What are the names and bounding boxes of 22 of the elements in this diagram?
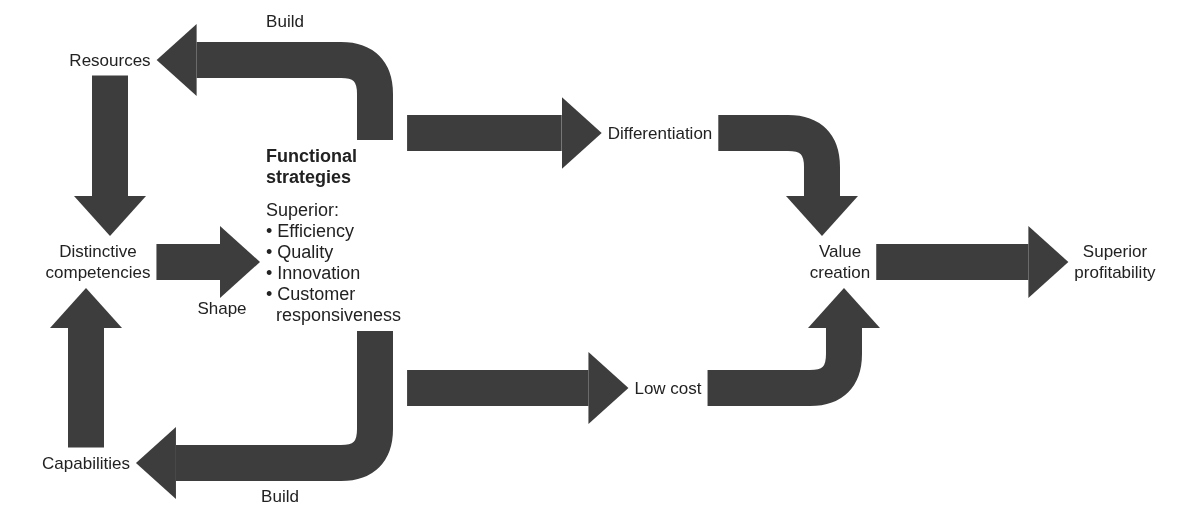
block-arrow (876, 226, 1069, 298)
block-arrow (74, 75, 146, 236)
bullet-item: • Customer responsiveness (266, 284, 403, 326)
block-arrow (407, 352, 629, 424)
node-label: Resources (69, 50, 151, 70)
node-label: Distinctive competencies (45, 242, 151, 282)
block-arrow (156, 226, 260, 298)
node-heading: Functional strategies (266, 146, 358, 188)
edge-label: Shape (195, 299, 249, 319)
bullet-item: • Quality (266, 242, 335, 263)
node-label: Low cost (634, 378, 702, 398)
block-arrow (50, 288, 122, 448)
node-text: Superior: (266, 200, 341, 221)
node-label: Value creation (809, 242, 871, 282)
node-label: Differentiation (607, 123, 713, 143)
block-arrow (707, 288, 880, 406)
node-label: Capabilities (42, 453, 130, 473)
block-arrow (407, 97, 602, 169)
node-label: Superior profitability (1074, 242, 1156, 282)
bullet-item: • Efficiency (266, 221, 355, 242)
bullet-item: • Innovation (266, 263, 362, 284)
block-arrow (718, 115, 858, 236)
